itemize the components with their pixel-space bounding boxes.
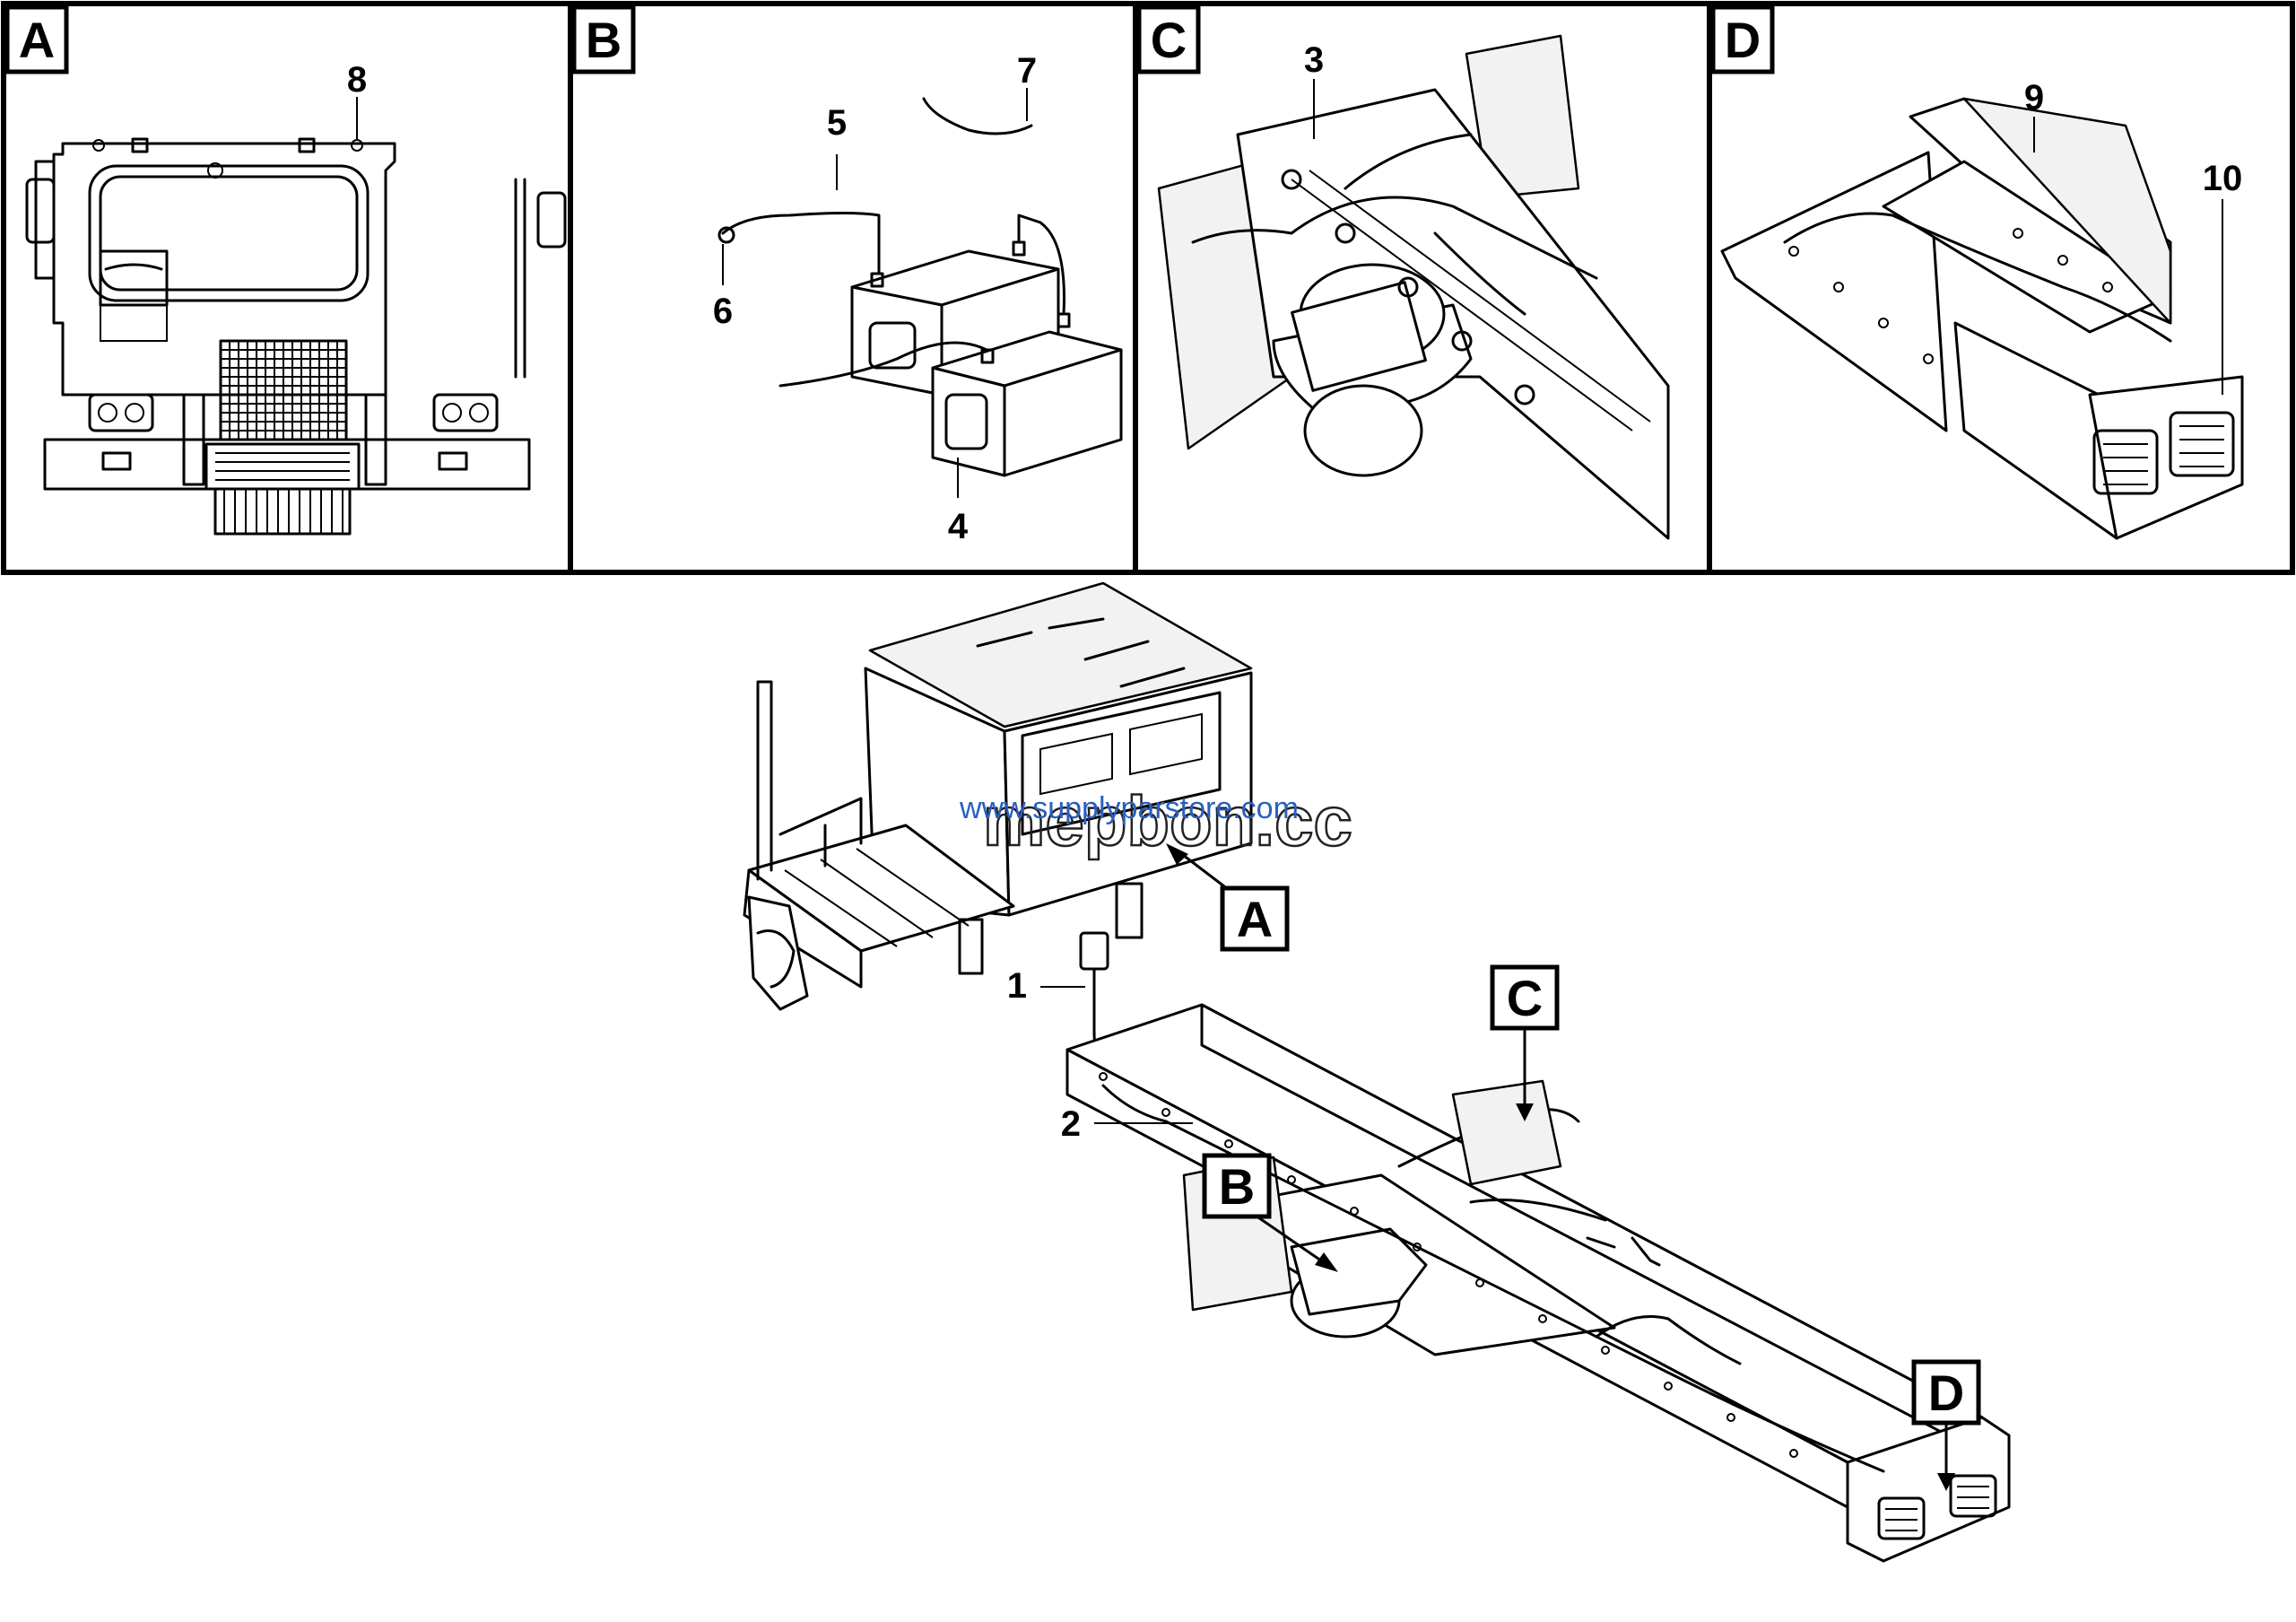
main-tag-b: B bbox=[1202, 1153, 1338, 1272]
svg-text:A: A bbox=[1237, 891, 1273, 947]
main-truck-view bbox=[743, 581, 2011, 1563]
svg-text:D: D bbox=[1928, 1365, 1964, 1421]
svg-text:mepbon.cc: mepbon.cc bbox=[983, 781, 1352, 860]
watermark: mepbon.cc www.supplyparstore.com bbox=[959, 780, 1353, 862]
main-callout-2: 2 bbox=[1061, 1104, 1193, 1144]
svg-text:B: B bbox=[1219, 1158, 1255, 1215]
panel-b-batteries: 5 7 6 4 bbox=[713, 51, 1123, 546]
main-tag-c: C bbox=[1490, 964, 1560, 1121]
main-callout-1: 1 bbox=[1007, 966, 1085, 1006]
svg-text:7: 7 bbox=[1017, 51, 1037, 91]
svg-text:10: 10 bbox=[2203, 159, 2243, 198]
svg-text:1: 1 bbox=[1007, 966, 1027, 1006]
svg-text:2: 2 bbox=[1061, 1104, 1081, 1144]
main-tag-d: D bbox=[1911, 1359, 1981, 1491]
panel-tag-c: C bbox=[1136, 4, 1201, 74]
svg-text:4: 4 bbox=[948, 507, 969, 546]
panel-frames bbox=[1, 1, 2295, 575]
panel-a-cab-front: 8 bbox=[25, 60, 567, 536]
svg-text:www.supplyparstore.com: www.supplyparstore.com bbox=[959, 791, 1299, 825]
frame-bolts bbox=[1099, 1072, 1798, 1458]
svg-text:A: A bbox=[19, 12, 55, 68]
main-tag-a: A bbox=[1166, 843, 1290, 952]
panel-tag-a: A bbox=[4, 4, 69, 74]
panel-d-rear-frame: 9 10 bbox=[1720, 78, 2244, 540]
panel-tag-d: D bbox=[1710, 4, 1775, 74]
svg-text:3: 3 bbox=[1304, 40, 1324, 80]
panel-c-harness: 3 bbox=[1157, 34, 1670, 540]
svg-text:5: 5 bbox=[827, 103, 847, 143]
panel-tag-b: B bbox=[571, 4, 636, 74]
svg-text:9: 9 bbox=[2024, 78, 2044, 118]
svg-text:B: B bbox=[586, 12, 622, 68]
svg-text:C: C bbox=[1151, 12, 1187, 68]
svg-text:D: D bbox=[1725, 12, 1761, 68]
svg-text:8: 8 bbox=[347, 60, 367, 100]
svg-text:C: C bbox=[1507, 970, 1543, 1026]
svg-text:6: 6 bbox=[713, 292, 733, 331]
